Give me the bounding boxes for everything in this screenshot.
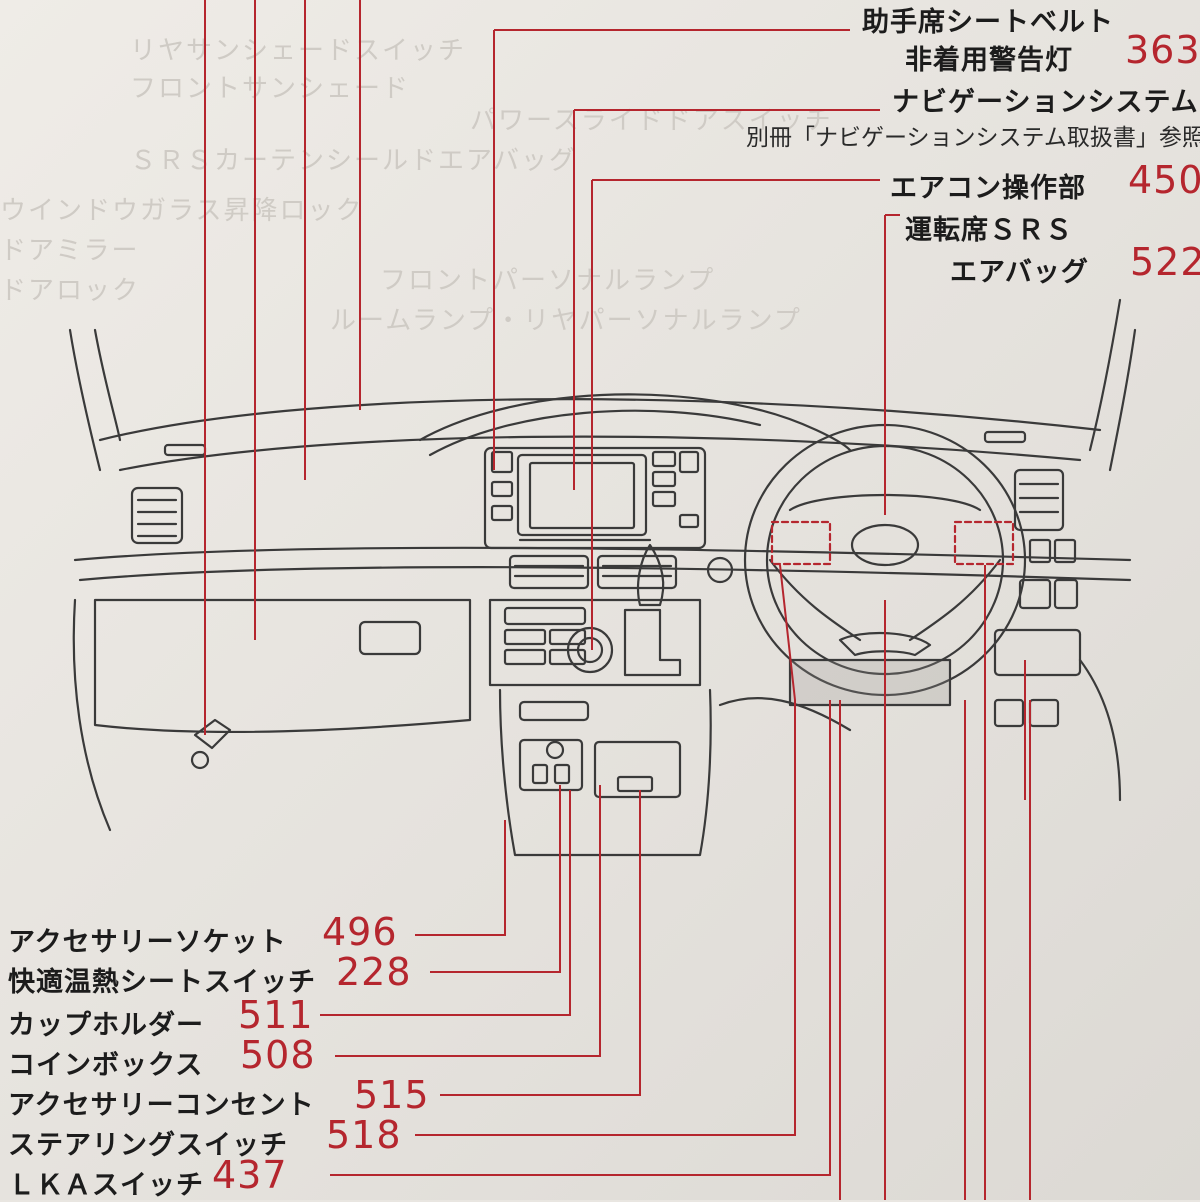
show-through-text: フロントサンシェード <box>130 74 411 104</box>
callout-driver-srs-label: 運転席ＳＲＳ <box>905 215 1073 246</box>
callout-lka-switch-page: 437 <box>212 1153 288 1197</box>
show-through-text: ドアロック <box>0 276 141 306</box>
callout-navigation-note: 別冊「ナビゲーションシステム取扱書」参照 <box>746 125 1200 151</box>
callout-passenger-seatbelt-label: 助手席シートベルト <box>862 7 1114 38</box>
callout-coin-box-page: 508 <box>240 1033 316 1077</box>
callout-aircon-label: エアコン操作部 <box>890 173 1086 204</box>
callout-accessory-outlet-label: アクセサリーコンセント <box>8 1090 315 1121</box>
callout-airbag-page: 522 <box>1130 240 1200 284</box>
show-through-text: リヤサンシェードスイッチ <box>130 36 467 66</box>
callout-navigation-label: ナビゲーションシステム <box>892 87 1199 118</box>
show-through-text: ルームランプ・リヤパーソナルランプ <box>330 306 802 336</box>
callout-accessory-outlet-page: 515 <box>354 1073 430 1117</box>
callout-heated-seat-page: 228 <box>336 950 412 994</box>
callout-coin-box-label: コインボックス <box>8 1050 204 1081</box>
callout-cup-holder-label: カップホルダー <box>8 1010 204 1041</box>
show-through-text: ウインドウガラス昇降ロック <box>0 196 364 226</box>
callout-warning-lamp-page: 363 <box>1125 28 1200 72</box>
callout-heated-seat-label: 快適温熱シートスイッチ <box>8 967 316 998</box>
callout-warning-lamp-label: 非着用警告灯 <box>905 45 1073 76</box>
show-through-text: フロントパーソナルランプ <box>380 266 716 296</box>
callout-accessory-socket-page: 496 <box>322 910 398 954</box>
callout-accessory-socket-label: アクセサリーソケット <box>8 927 287 958</box>
callout-cup-holder-page: 511 <box>238 993 314 1037</box>
callout-aircon-page: 450 <box>1128 158 1200 202</box>
callout-lka-switch-label: ＬＫＡスイッチ <box>8 1170 204 1201</box>
callout-steering-switch-label: ステアリングスイッチ <box>8 1130 288 1161</box>
show-through-text: ドアミラー <box>0 236 140 266</box>
callout-steering-switch-page: 518 <box>326 1113 402 1157</box>
callout-airbag-label: エアバッグ <box>950 257 1089 288</box>
